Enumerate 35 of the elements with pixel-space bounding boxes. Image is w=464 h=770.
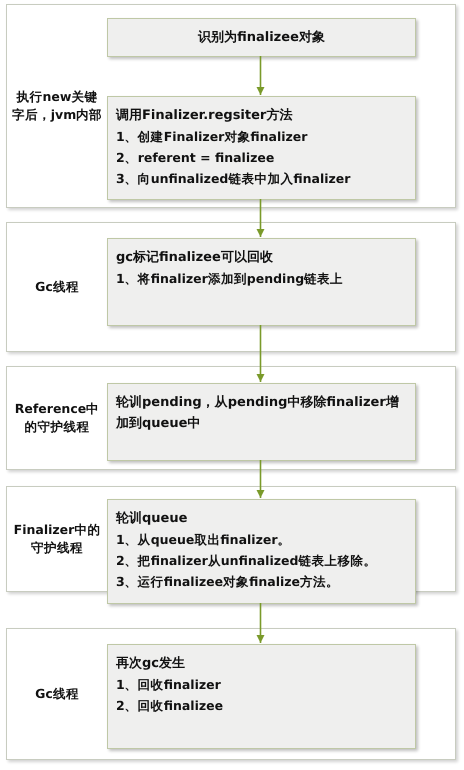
step-text: 1、回收finalizer xyxy=(116,676,221,694)
step-text: 1、创建Finalizer对象finalizer xyxy=(116,128,308,146)
lane-box xyxy=(6,4,456,208)
step-text: 3、运行finalizee对象finalize方法。 xyxy=(116,573,340,591)
step-text: 3、向unfinalized链表中加入finalizer xyxy=(116,170,350,188)
step-text: 1、从queue取出finalizer。 xyxy=(116,531,290,549)
lane-label: Finalizer中的守护线程 xyxy=(12,520,102,557)
step-text: 2、把finalizer从unfinalized链表上移除。 xyxy=(116,552,376,570)
step-text: 轮训pending，从pending中移除finalizer增加到queue中 xyxy=(116,394,400,433)
lane-label: Reference中的守护线程 xyxy=(14,400,100,436)
process-box xyxy=(107,644,416,749)
process-box xyxy=(107,499,416,604)
process-box xyxy=(107,18,416,57)
step-text: 2、referent = finalizee xyxy=(116,149,274,167)
lane-label: 执行new关键字后，jvm内部 xyxy=(11,88,103,124)
process-box xyxy=(107,96,416,200)
step-text: 识别为finalizee对象 xyxy=(198,29,325,47)
arrow xyxy=(256,603,264,643)
step-text: 2、回收finalizee xyxy=(116,697,224,715)
arrow xyxy=(256,56,264,95)
step-text: 1、将finalizer添加到pending链表上 xyxy=(116,270,344,288)
process-box xyxy=(107,383,416,461)
arrow xyxy=(256,199,264,237)
lane-label: Gc线程 xyxy=(34,278,80,296)
arrow xyxy=(256,460,264,498)
step-text: 轮训queue xyxy=(116,510,188,528)
lane-label: Gc线程 xyxy=(34,684,80,703)
lane-box xyxy=(6,366,456,470)
lane-box xyxy=(6,628,456,760)
process-box xyxy=(107,238,416,326)
step-text: gc标记finalizee可以回收 xyxy=(116,249,273,267)
step-text: 调用Finalizer.regsiter方法 xyxy=(116,106,292,125)
lane-box xyxy=(6,222,456,352)
step-text: 再次gc发生 xyxy=(116,655,186,673)
arrow xyxy=(256,325,264,382)
